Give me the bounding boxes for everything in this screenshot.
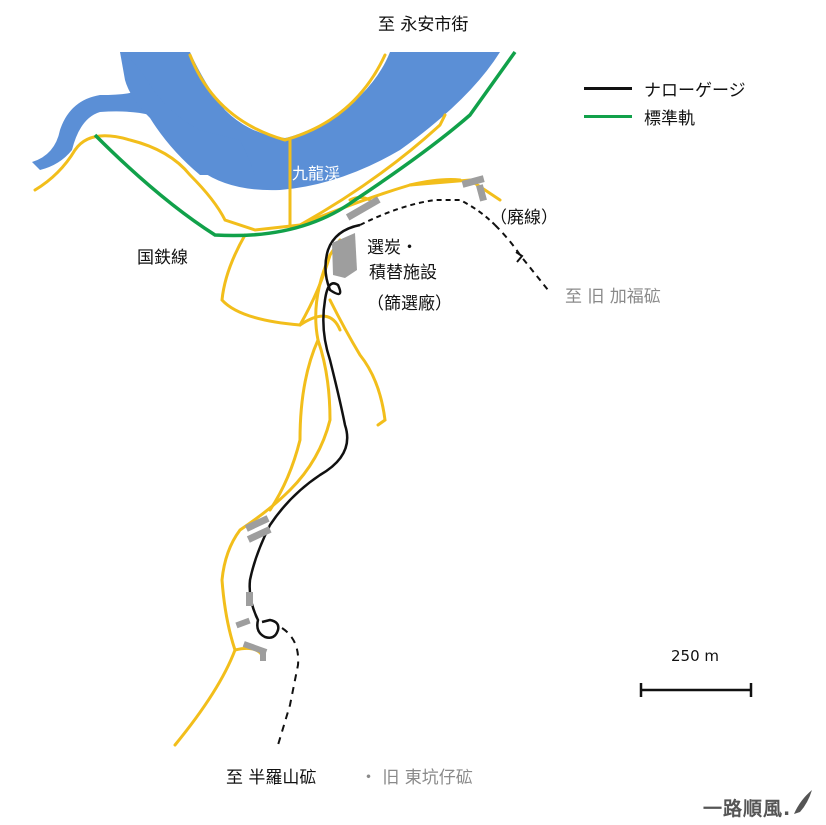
facility-building <box>332 233 357 278</box>
building-s-1 <box>246 592 253 606</box>
building-s-2 <box>235 617 251 629</box>
river-label: 九龍渓 <box>292 164 341 183</box>
jiafu-destination-label: 至 旧 加福砿 <box>565 287 661 307</box>
legend-standard-gauge-label: 標準軌 <box>644 109 695 129</box>
river-inner-bend <box>190 52 390 138</box>
narrow-gauge-link <box>359 199 496 226</box>
legend-narrow-gauge: ナローゲージ <box>584 76 746 101</box>
building-ne-2 <box>476 184 487 202</box>
facility-label-2: 積替施設 <box>369 263 437 283</box>
scale-label: 250 m <box>671 647 720 665</box>
building-s-4 <box>260 653 266 661</box>
facility-shed <box>345 196 381 221</box>
abandoned-line-label: （廃線） <box>490 208 558 228</box>
river-tail <box>120 52 255 175</box>
buildings <box>235 175 487 661</box>
legend-standard-gauge: 標準軌 <box>584 104 695 129</box>
abandoned-line-jiafu <box>494 224 549 291</box>
facility-label-3: （篩選廠） <box>367 294 452 314</box>
legend-narrow-gauge-label: ナローゲージ <box>644 81 746 101</box>
building-mid-2 <box>246 526 272 543</box>
railway-label: 国鉄線 <box>137 248 188 268</box>
north-destination-label: 至 永安市街 <box>378 15 469 35</box>
narrow-gauge-line <box>248 223 361 639</box>
building-s-3 <box>242 641 268 655</box>
south-destination-label: 至 半羅山砿 <box>226 768 317 788</box>
legend-standard-gauge-swatch <box>584 115 632 118</box>
building-ne-1 <box>461 175 485 188</box>
building-mid-1 <box>244 515 270 532</box>
arrow-head-icon <box>515 251 524 263</box>
facility-label-1: 選炭・ <box>367 238 418 258</box>
line-to-banluoshan <box>277 627 300 746</box>
dongkeng-label: ・ 旧 東坑仔砿 <box>360 768 473 788</box>
brand-signature: 一路順風. <box>703 798 792 820</box>
standard-gauge-line <box>93 50 517 238</box>
feather-pen-icon <box>794 790 812 814</box>
scale-bar <box>639 683 753 697</box>
legend-narrow-gauge-swatch <box>584 87 632 90</box>
